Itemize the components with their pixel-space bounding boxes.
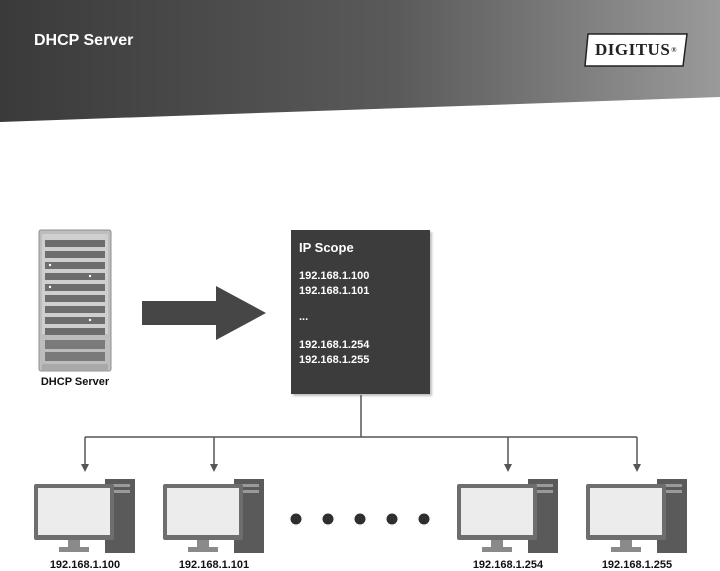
server-label: DHCP Server: [40, 376, 110, 388]
page-title: DHCP Server: [34, 32, 134, 49]
more-clients-dots-icon: [290, 513, 430, 525]
scope-address: 192.168.1.254: [299, 339, 370, 351]
client-ip-label: 192.168.1.255: [601, 559, 673, 571]
network-connector-lines: [81, 395, 641, 472]
scope-address: 192.168.1.255: [299, 354, 370, 366]
desktop-computer-icon: [163, 479, 264, 553]
desktop-computer-icon: [457, 479, 558, 553]
header-banner: [0, 0, 720, 122]
logo-registered-mark: ®: [671, 46, 678, 54]
client-ip-label: 192.168.1.101: [178, 559, 250, 571]
down-arrowhead-icon: [210, 464, 218, 472]
down-arrowhead-icon: [633, 464, 641, 472]
desktop-computer-icon: [34, 479, 135, 553]
down-arrowhead-icon: [81, 464, 89, 472]
client-ip-label: 192.168.1.100: [49, 559, 121, 571]
scope-address: 192.168.1.101: [299, 285, 370, 297]
desktop-computer-icon: [586, 479, 687, 553]
server-rack-icon: [38, 229, 112, 372]
scope-address: 192.168.1.100: [299, 270, 370, 282]
scope-ellipsis: ...: [299, 311, 309, 323]
logo-text: DIGITUS: [594, 40, 671, 59]
scope-title: IP Scope: [299, 240, 354, 255]
big-right-arrow-icon: [142, 286, 266, 340]
down-arrowhead-icon: [504, 464, 512, 472]
ip-scope-box: IP Scope 192.168.1.100 192.168.1.101 ...…: [291, 230, 430, 394]
digitus-logo: DIGITUS®: [584, 33, 688, 67]
client-ip-label: 192.168.1.254: [472, 559, 544, 571]
